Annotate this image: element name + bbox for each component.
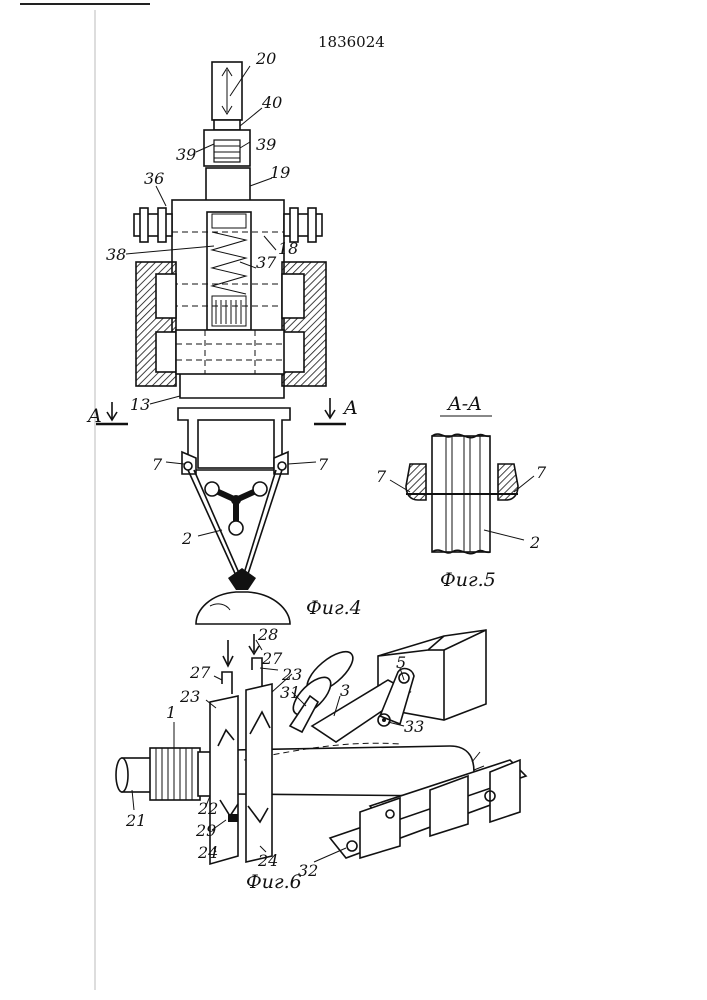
label-40: 40 xyxy=(261,93,282,112)
figure-5: A-A 7 7 2 Фиг.5 xyxy=(376,393,547,591)
label-29: 29 xyxy=(195,821,216,840)
label-23-left: 23 xyxy=(179,687,200,706)
fig5-label-2: 2 xyxy=(529,533,540,552)
section-A-right: A xyxy=(342,397,358,419)
bag xyxy=(196,592,290,624)
label-39-right: 39 xyxy=(256,135,276,154)
label-31: 31 xyxy=(280,683,300,702)
label-7-right: 7 xyxy=(318,455,329,474)
label-5: 5 xyxy=(396,653,406,672)
label-33: 33 xyxy=(404,717,424,736)
fig5-label-7-right: 7 xyxy=(536,463,547,482)
carriage-13 xyxy=(176,330,284,374)
label-36: 36 xyxy=(144,169,164,188)
fig5-caption: Фиг.5 xyxy=(440,569,496,591)
bolt-36-right xyxy=(284,208,322,242)
label-24-right: 24 xyxy=(257,851,278,870)
fig6-caption: Фиг.6 xyxy=(246,871,302,893)
label-21: 21 xyxy=(125,811,146,830)
label-1: 1 xyxy=(166,703,176,722)
label-27-right: 27 xyxy=(261,649,283,668)
label-24-left: 24 xyxy=(197,843,218,862)
figure-4: A A xyxy=(86,49,362,624)
label-18: 18 xyxy=(278,239,298,258)
fig5-label-7-left: 7 xyxy=(376,467,387,486)
fig5-section-title: A-A xyxy=(446,393,482,415)
patent-number: 1836024 xyxy=(318,33,385,51)
fig4-caption: Фиг.4 xyxy=(306,597,362,619)
label-38: 38 xyxy=(106,245,126,264)
label-22: 22 xyxy=(197,799,218,818)
label-23-right: 23 xyxy=(281,665,302,684)
label-2: 2 xyxy=(181,529,192,548)
part-40 xyxy=(214,120,240,130)
hook-27-right xyxy=(252,658,262,686)
label-20: 20 xyxy=(255,49,276,68)
label-37: 37 xyxy=(256,253,277,272)
label-28: 28 xyxy=(257,625,278,644)
bolt-36-left xyxy=(134,208,172,242)
label-27-left: 27 xyxy=(189,663,211,682)
label-3: 3 xyxy=(340,681,350,700)
label-7-left: 7 xyxy=(152,455,163,474)
label-13: 13 xyxy=(130,395,150,414)
section-A-left: A xyxy=(86,405,102,427)
hook-27-left xyxy=(222,672,232,694)
bag-tie xyxy=(228,568,256,590)
label-39-left: 39 xyxy=(176,145,196,164)
figure-6: 28 27 27 23 23 31 3 5 33 1 21 22 29 24 2… xyxy=(116,625,526,893)
plate-23-right xyxy=(246,684,272,862)
label-19: 19 xyxy=(270,163,290,182)
